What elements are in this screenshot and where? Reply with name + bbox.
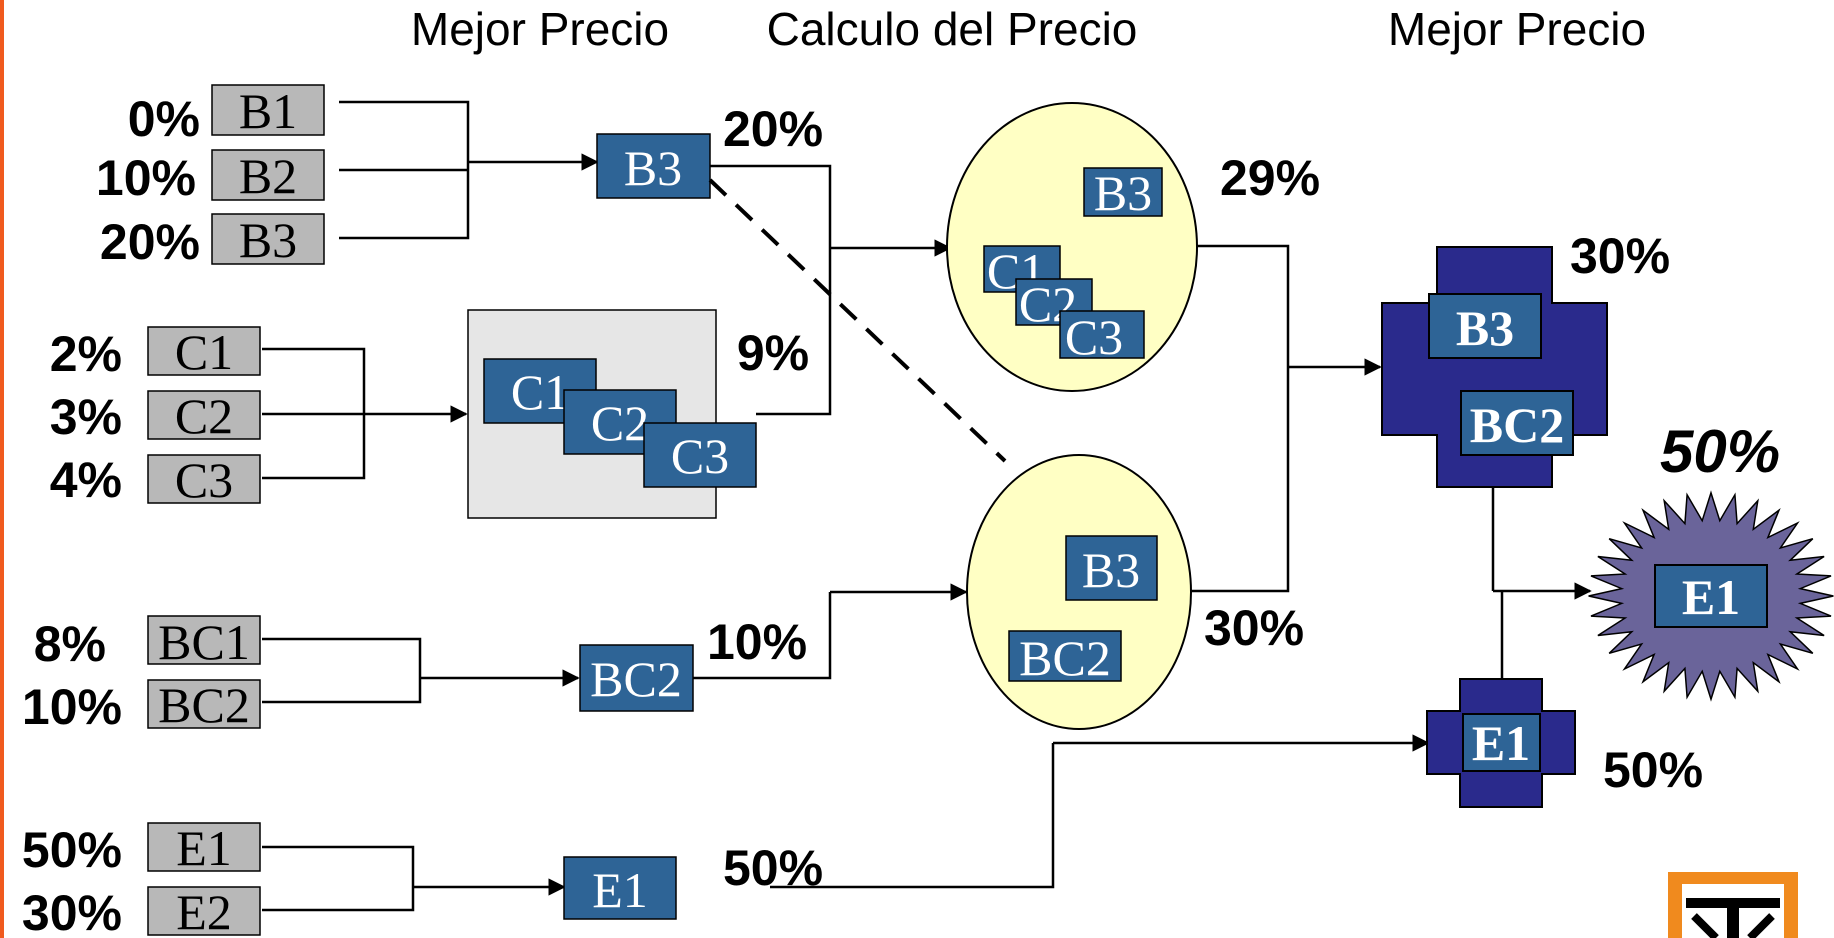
input-pct-bc1: 8% — [34, 616, 106, 672]
stage1-pct-bc2: 10% — [707, 614, 807, 670]
stage3-top-box-bc2 — [1460, 390, 1574, 456]
input-box-c2 — [147, 390, 261, 440]
input-box-bc1 — [147, 615, 261, 665]
input-box-b2 — [211, 149, 325, 201]
input-pct-c3: 4% — [50, 452, 122, 508]
stage1-c-group-label-c2: C2 — [591, 395, 649, 451]
input-label-b3: B3 — [239, 212, 297, 268]
bracket-bc — [262, 637, 422, 704]
bracket-e — [262, 845, 415, 912]
input-pct-b1: 0% — [128, 91, 200, 147]
final-box-e1 — [1654, 564, 1768, 628]
stage3-top-label-b3: B3 — [1456, 300, 1514, 356]
stage2-top-label-b3: B3 — [1094, 165, 1152, 221]
input-pct-bc2: 10% — [22, 679, 122, 735]
stage2-top-box-c3 — [1059, 310, 1145, 359]
input-pct-b2: 10% — [96, 150, 196, 206]
input-box-e2 — [147, 886, 261, 936]
stage1-c-group-label-c3: C3 — [671, 428, 729, 484]
input-box-b3 — [211, 213, 325, 265]
stage1-pct-c-group: 9% — [737, 325, 809, 381]
connector-e1 — [770, 743, 1055, 889]
stage2-bottom-pct: 30% — [1204, 600, 1304, 656]
final-pct: 50% — [1660, 418, 1780, 485]
stage3-bottom-pct: 50% — [1603, 742, 1703, 798]
input-label-b2: B2 — [239, 148, 297, 204]
connector-b3-c-merge — [710, 164, 832, 416]
stage1-label-bc2: BC2 — [590, 651, 682, 707]
input-pct-e1: 50% — [22, 822, 122, 878]
input-label-c1: C1 — [175, 324, 233, 380]
stage1-c-group-label-c1: C1 — [511, 364, 569, 420]
input-label-bc2: BC2 — [158, 677, 250, 733]
input-box-e1 — [147, 822, 261, 872]
stage3-top-pct: 30% — [1570, 228, 1670, 284]
input-pct-c1: 2% — [50, 326, 122, 382]
input-box-c3 — [147, 454, 261, 504]
input-label-e2: E2 — [176, 884, 232, 938]
connector-ellipses-merge — [1191, 244, 1290, 593]
stage1-c-group-box-c3 — [643, 422, 757, 488]
stage2-bottom-label-bc2: BC2 — [1019, 630, 1111, 686]
input-label-b1: B1 — [239, 83, 297, 139]
stage3-top-label-bc2: BC2 — [1470, 397, 1564, 453]
header-left: Mejor Precio — [411, 3, 669, 55]
stage1-pct-b3: 20% — [723, 101, 823, 157]
stage1-box-e1 — [563, 856, 677, 920]
stage3-top-box-b3 — [1428, 293, 1542, 359]
dashed-b3-to-bottom-ellipse — [708, 178, 1007, 463]
stage3-bottom-box-e1 — [1462, 713, 1541, 772]
input-pct-b3: 20% — [100, 214, 200, 270]
stage1-label-b3: B3 — [624, 140, 682, 196]
stage3-bottom-label-e1: E1 — [1472, 715, 1530, 771]
final-label-e1: E1 — [1682, 569, 1740, 625]
input-label-c2: C2 — [175, 388, 233, 444]
stage2-top-box-b3 — [1083, 167, 1163, 217]
connector-bc2 — [693, 592, 832, 680]
input-box-bc2 — [147, 679, 261, 729]
input-box-b1 — [211, 84, 325, 136]
stage2-bottom-box-bc2 — [1008, 630, 1122, 682]
input-label-c3: C3 — [175, 452, 233, 508]
connector-crosses — [1491, 487, 1504, 679]
bracket-b — [339, 100, 470, 240]
stage2-bottom-box-b3 — [1065, 535, 1158, 601]
input-pct-e2: 30% — [22, 885, 122, 938]
stage2-top-label-c3: C3 — [1065, 309, 1123, 365]
slide-accent-bar — [0, 0, 4, 938]
input-box-c1 — [147, 326, 261, 376]
input-pct-c2: 3% — [50, 389, 122, 445]
stage1-box-b3 — [596, 133, 711, 199]
header-right: Mejor Precio — [1388, 3, 1646, 55]
stage2-bottom-label-b3: B3 — [1082, 542, 1140, 598]
stage1-label-e1: E1 — [592, 862, 648, 918]
input-label-e1: E1 — [176, 820, 232, 876]
stage2-top-pct: 29% — [1220, 150, 1320, 206]
bracket-c — [262, 347, 366, 480]
corner-logo-icon — [1668, 872, 1798, 938]
input-label-bc1: BC1 — [158, 614, 250, 670]
header-middle: Calculo del Precio — [767, 3, 1138, 55]
